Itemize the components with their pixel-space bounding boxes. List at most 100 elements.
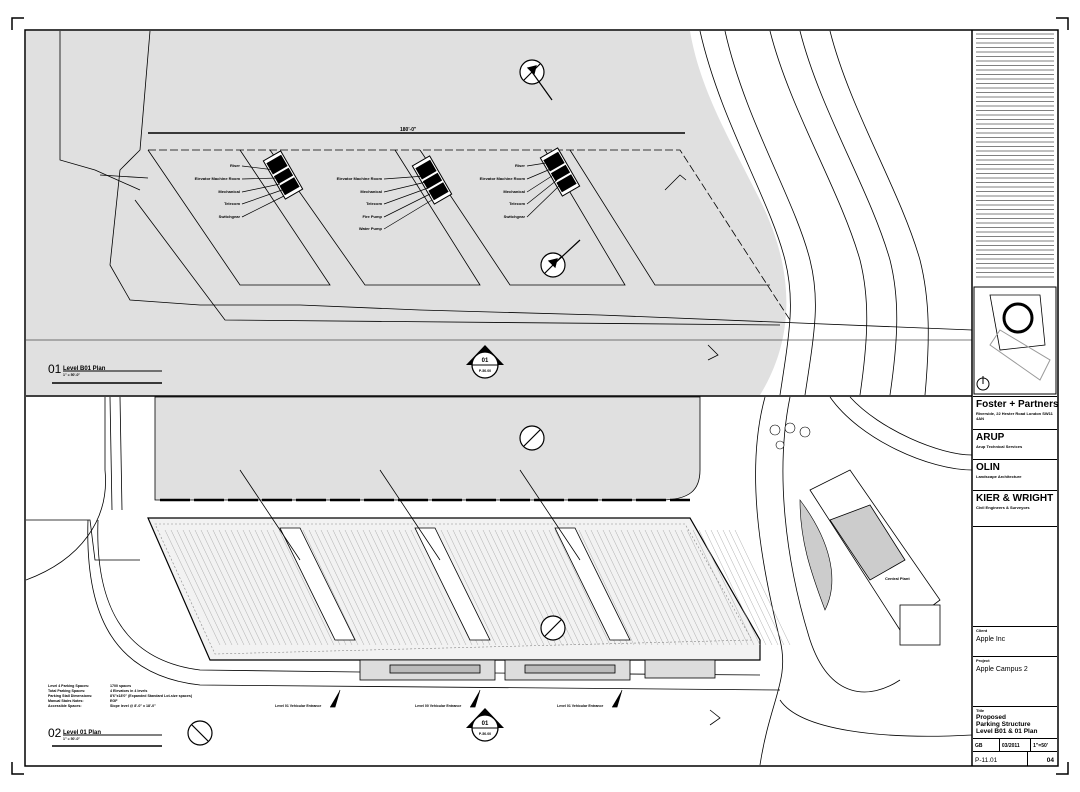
civil-sub: Civil Engineers & Surveyors xyxy=(976,505,1030,510)
parking-stall-line xyxy=(482,529,539,646)
parking-stall-line xyxy=(326,529,383,646)
parking-stall-line xyxy=(692,529,749,646)
project-label: Project xyxy=(976,658,990,663)
svg-text:02: 02 xyxy=(48,726,62,740)
entrance-label: Level 00 Vehicular Entrance xyxy=(415,704,461,708)
parking-stall-line xyxy=(464,529,521,646)
dimension-label: 180'-0" xyxy=(400,127,417,133)
parking-stall-line xyxy=(542,529,599,646)
parking-stall-line xyxy=(188,529,245,646)
parking-stall-line xyxy=(536,529,593,646)
svg-text:Accessible Spaces:: Accessible Spaces: xyxy=(48,704,82,708)
parking-stall-line xyxy=(554,529,611,646)
parking-stall-line xyxy=(212,529,269,646)
parking-stall-line xyxy=(614,529,671,646)
parking-stall-line xyxy=(452,529,509,646)
key-plan xyxy=(973,286,1057,395)
cores-bottom xyxy=(279,527,631,641)
svg-text:Manual Stairs Notes:: Manual Stairs Notes: xyxy=(48,699,84,703)
room-label: Telecom xyxy=(224,201,240,206)
parking-stall-line xyxy=(680,529,737,646)
parking-stall-line xyxy=(524,529,581,646)
cores-top xyxy=(262,147,581,205)
sheet-number: P-11.01 xyxy=(973,752,1029,766)
svg-text:1700 spaces: 1700 spaces xyxy=(110,684,131,688)
info-row: GB 03/2011 1"=50' xyxy=(973,738,1057,751)
entrance-label: Level 01 Vehicular Entrance xyxy=(275,704,321,708)
parking-stall-line xyxy=(488,529,545,646)
revision-number: 04 xyxy=(1046,757,1054,764)
parking-stall-line xyxy=(578,529,635,646)
parking-stall-line xyxy=(620,529,677,646)
parking-stall-line xyxy=(362,529,419,646)
parking-stall-line xyxy=(380,529,437,646)
view-level-b01: 180'-0" Riser Elevator Machine Room Mech… xyxy=(26,30,973,396)
project-block: Project Apple Campus 2 xyxy=(973,656,1057,706)
parking-stall-line xyxy=(248,529,305,646)
parking-stall-line xyxy=(230,529,287,646)
parking-notes: Level 4 Parking Spaces:1700 spaces Total… xyxy=(48,684,193,708)
parking-stall-line xyxy=(218,529,275,646)
svg-text:4 Elevators in 4 levels: 4 Elevators in 4 levels xyxy=(110,689,147,693)
revision-table xyxy=(976,33,1054,278)
parking-stall-line xyxy=(392,529,449,646)
central-plant: Central Plant xyxy=(809,469,941,646)
svg-text:8'6"x18'0" (Expanded Standard: 8'6"x18'0" (Expanded Standard Lot-size s… xyxy=(110,694,193,698)
room-label: Water Pump xyxy=(359,226,383,231)
view-title-02: 02 Level 01 Plan 1" = 50'-0" xyxy=(48,726,162,747)
north-arrow-icon xyxy=(187,425,566,746)
civil-block: KIER & WRIGHT Civil Engineers & Surveyor… xyxy=(973,490,1057,526)
svg-text:01: 01 xyxy=(48,362,62,376)
room-label: Riser xyxy=(515,163,525,168)
room-label: Fire Pump xyxy=(362,214,382,219)
svg-text:P-50.00: P-50.00 xyxy=(479,732,491,736)
parking-stall-line xyxy=(548,529,605,646)
parking-stall-line xyxy=(182,529,239,646)
parking-stall-line xyxy=(386,529,443,646)
room-label: Mechanical xyxy=(218,189,240,194)
parking-stall-line xyxy=(254,529,311,646)
room-label: Telecom xyxy=(509,201,525,206)
parking-stall-line xyxy=(608,529,665,646)
parking-stall-line xyxy=(356,529,413,646)
parking-stall-line xyxy=(644,529,701,646)
entrance-label: Level 01 Vehicular Entrance xyxy=(557,704,603,708)
parking-stall-line xyxy=(200,529,257,646)
room-label: Telecom xyxy=(366,201,382,206)
parking-stall-line xyxy=(650,529,707,646)
svg-text:P-50.00: P-50.00 xyxy=(479,369,491,373)
engineer-block: ARUP Arup Technical Services xyxy=(973,429,1057,459)
architect-address: Riverside, 22 Hester Road London SW11 4A… xyxy=(976,411,1053,421)
svg-text:Level 01 Plan: Level 01 Plan xyxy=(63,730,101,736)
parking-stall-line xyxy=(584,529,641,646)
scale: 1"=50' xyxy=(1033,743,1048,749)
svg-text:1" = 50'-0": 1" = 50'-0" xyxy=(63,373,80,377)
svg-text:1" = 50'-0": 1" = 50'-0" xyxy=(63,737,80,741)
parking-stall-line xyxy=(626,529,683,646)
svg-text:01: 01 xyxy=(482,721,489,727)
engineer-name: ARUP xyxy=(976,432,1005,443)
room-label: Elevator Machine Room xyxy=(195,176,241,181)
svg-text:Slope level @ 8'-0" x 18'-0": Slope level @ 8'-0" x 18'-0" xyxy=(110,704,156,708)
view-level-01: Central Plant Level 01 Vehicular Entranc… xyxy=(25,396,973,766)
parking-stall-line xyxy=(446,529,503,646)
parking-stall-line xyxy=(458,529,515,646)
parking-stall-line xyxy=(590,529,647,646)
title-line: Proposed xyxy=(976,714,1006,721)
title-line: Parking Structure xyxy=(976,721,1031,728)
parking-stall-line xyxy=(272,529,329,646)
parking-stall-line xyxy=(698,529,755,646)
parking-stall-line xyxy=(410,529,467,646)
client-block: Client Apple Inc xyxy=(973,626,1057,656)
landscape-name: OLIN xyxy=(976,462,1000,473)
svg-text:Level 4 Parking Spaces:: Level 4 Parking Spaces: xyxy=(48,684,89,688)
parking-stall-line xyxy=(332,529,389,646)
svg-text:01: 01 xyxy=(482,358,489,364)
parking-stall-line xyxy=(320,529,377,646)
drawing-title-block: Title Proposed Parking Structure Level B… xyxy=(973,706,1057,738)
parking-stall-line xyxy=(164,529,221,646)
room-label: Elevator Machine Room xyxy=(480,176,526,181)
parking-stall-line xyxy=(176,529,233,646)
parking-stall-line xyxy=(530,529,587,646)
